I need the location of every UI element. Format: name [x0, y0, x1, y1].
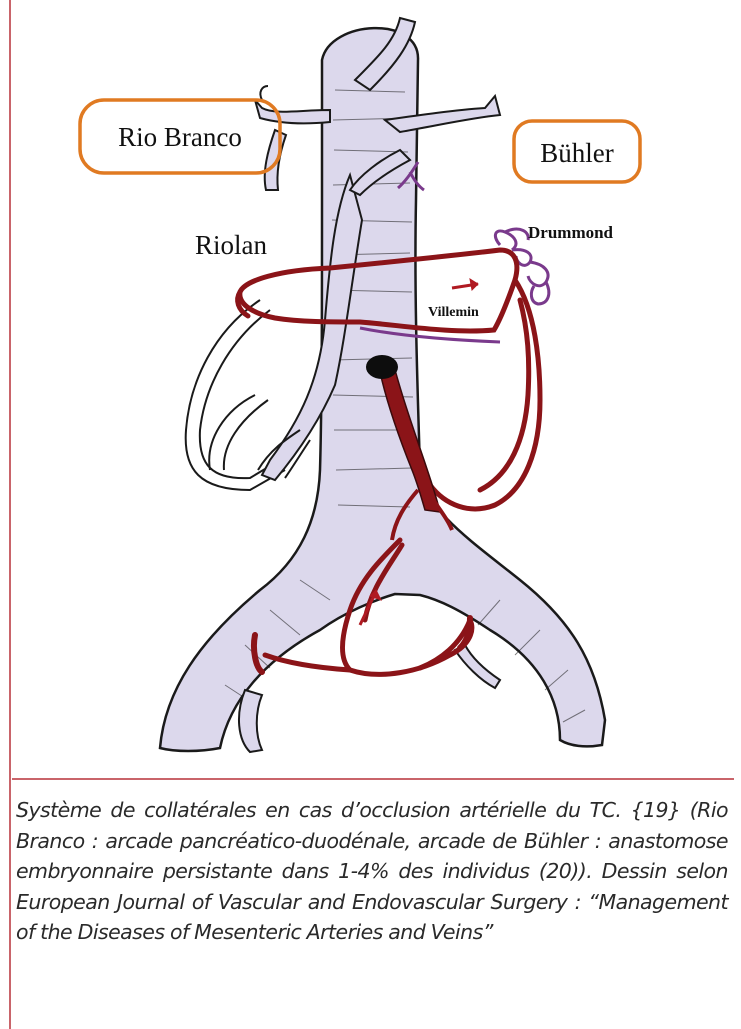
villemin-label: Villemin — [428, 305, 479, 320]
figure-caption: Système de collatérales en cas d’occlusi… — [16, 795, 728, 948]
buhler-label: Bühler — [540, 138, 614, 168]
drummond-label: Drummond — [528, 223, 614, 242]
caption-divider — [12, 778, 734, 780]
riolan-label: Riolan — [195, 230, 267, 260]
rio-branco-label: Rio Branco — [118, 122, 242, 152]
collateral-diagram: Rio Branco Bühler Riolan Drummond Villem… — [0, 0, 741, 790]
occlusion-marker — [366, 355, 398, 379]
